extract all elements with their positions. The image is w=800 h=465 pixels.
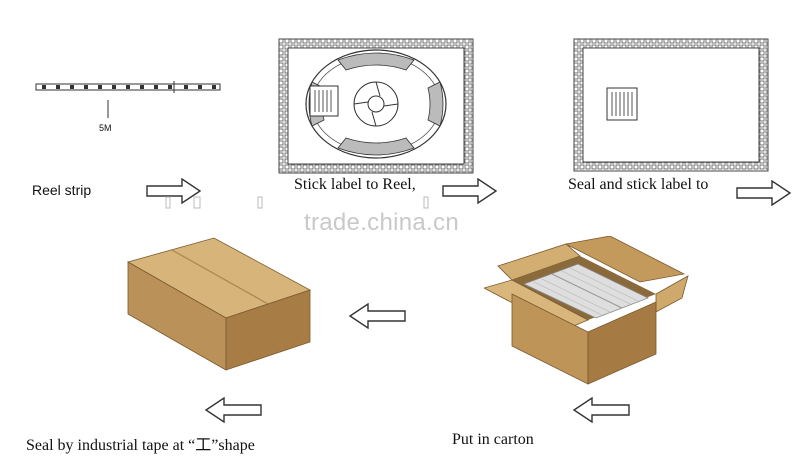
label-icon (606, 87, 638, 121)
bag-icon (573, 38, 769, 172)
arrow-right-icon (442, 178, 498, 204)
watermark-text: trade.china.cn (304, 209, 459, 236)
carton-closed-icon (126, 237, 312, 371)
strip-length-label: 5M (99, 123, 112, 133)
seal-tape-label: Seal by industrial tape at “工”shape (26, 437, 255, 454)
arrow-right-icon (146, 178, 202, 204)
carton-open-icon (484, 236, 689, 385)
length-marker-icon (107, 100, 109, 118)
reel-strip-label: Reel strip (32, 182, 92, 198)
put-in-carton-label: Put in carton (452, 431, 534, 448)
arrow-right-icon (736, 180, 792, 206)
faint-marks (165, 196, 429, 209)
arrow-left-icon (572, 397, 630, 423)
stick-label-reel-label: Stick label to Reel, (294, 176, 416, 193)
arrow-left-icon (348, 303, 406, 329)
reel-bag-icon (278, 38, 474, 174)
arrow-left-icon (204, 397, 262, 423)
seal-stick-label-label: Seal and stick label to (568, 176, 709, 193)
label-icon (309, 85, 339, 117)
led-strip-icon (35, 81, 221, 93)
